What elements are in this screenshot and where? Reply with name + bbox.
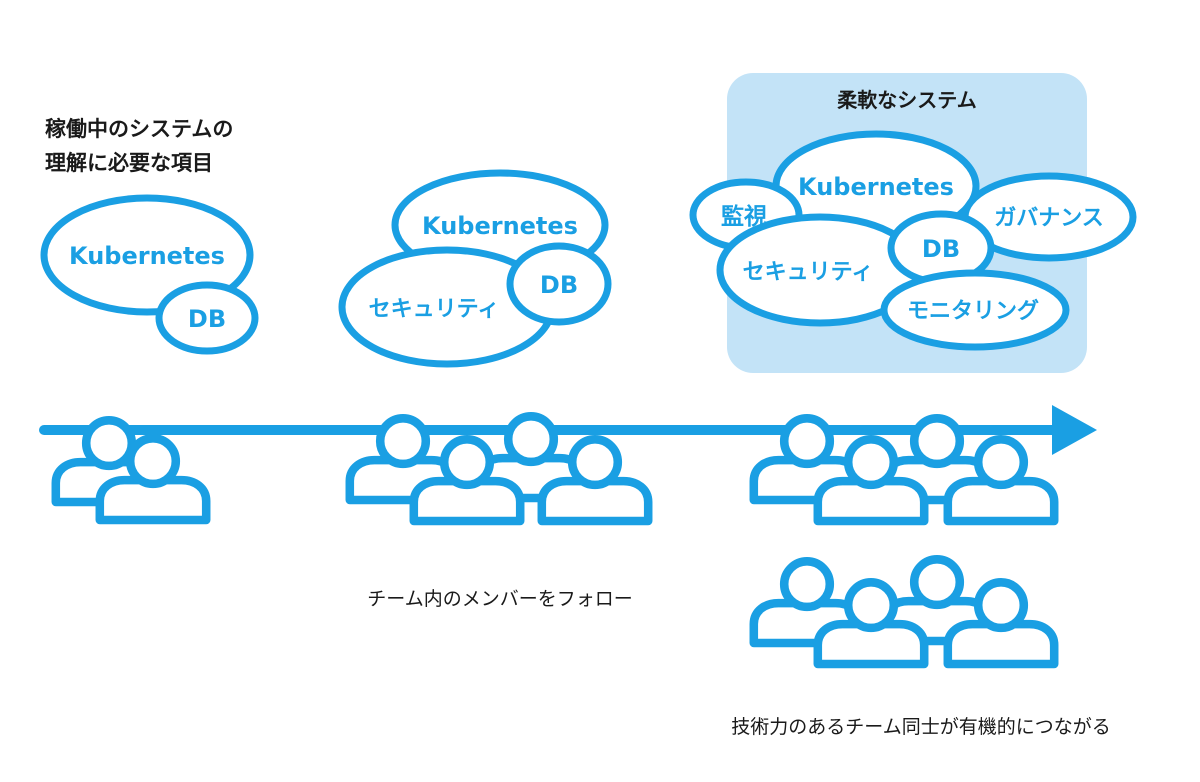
stage-1-team — [56, 420, 206, 520]
bubble-db — [155, 281, 259, 355]
person-icon — [414, 439, 520, 521]
bubble-kubernetes-label: Kubernetes — [798, 173, 954, 201]
stage-3-caption: 技術力のあるチーム同士が有機的につながる — [731, 716, 1110, 738]
stage-1-bubbles: Kubernetes DB — [40, 194, 259, 355]
stage-2-caption: チーム内のメンバーをフォロー — [367, 588, 632, 610]
stage-2-bubbles: Kubernetes セキュリティ DB — [338, 169, 612, 368]
bubble-monitoring-label: モニタリング — [907, 298, 1039, 324]
bubble-security-label: セキュリティ — [369, 297, 500, 322]
bubble-db-label: DB — [540, 271, 578, 299]
heading: 稼働中のシステムの 理解に必要な項目 — [45, 117, 233, 175]
bubble-governance-label: ガバナンス — [994, 206, 1104, 231]
stage-3-bubbles: Kubernetes ガバナンス 監視 セキュリティ DB モニタリング — [689, 130, 1137, 351]
flexible-system-title: 柔軟なシステム — [837, 88, 976, 112]
person-icon — [818, 439, 924, 521]
stage-3-team-lower — [754, 559, 1054, 664]
person-icon — [542, 439, 648, 521]
bubble-kubernetes-label: Kubernetes — [422, 212, 578, 240]
heading-line-2: 理解に必要な項目 — [45, 151, 213, 175]
heading-line-1: 稼働中のシステムの — [45, 117, 233, 141]
bubble-db-label: DB — [922, 235, 960, 263]
person-icon — [948, 582, 1054, 664]
bubble-db-label: DB — [188, 305, 226, 333]
bubble-kubernetes-label: Kubernetes — [69, 242, 225, 270]
person-icon — [948, 439, 1054, 521]
bubble-monitoring — [880, 269, 1070, 351]
bubble-db — [506, 242, 612, 326]
bubble-security-label: セキュリティ — [743, 260, 874, 285]
arrow-right-icon — [1052, 405, 1097, 455]
person-icon — [818, 582, 924, 664]
